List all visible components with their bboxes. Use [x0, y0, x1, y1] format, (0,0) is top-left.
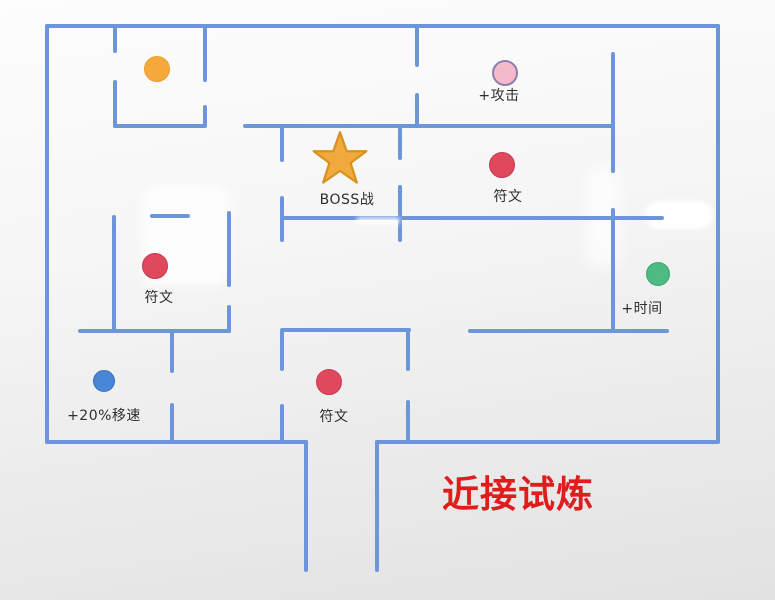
time-pickup-label: +时间: [621, 301, 663, 317]
wall-segment: [170, 403, 174, 444]
wall-segment: [112, 215, 116, 333]
wall-segment: [227, 305, 231, 333]
star-shape: [312, 131, 368, 184]
wall-segment: [203, 105, 207, 127]
wall-segment: [113, 124, 207, 128]
rune-1-label: 符文: [493, 189, 523, 205]
white-smudge: [356, 217, 400, 225]
wall-segment: [113, 80, 117, 128]
wall-segment: [280, 216, 664, 220]
rune-1-dot-icon: [489, 152, 515, 178]
wall-segment: [398, 185, 402, 242]
wall-segment: [280, 127, 284, 162]
map-title: 近接试炼: [442, 473, 594, 516]
wall-segment: [78, 329, 231, 333]
wall-segment: [45, 440, 308, 444]
wall-segment: [170, 331, 174, 373]
wall-segment: [45, 24, 49, 444]
speed-pickup-dot-icon: [93, 370, 115, 392]
rune-3-label: 符文: [319, 409, 349, 425]
wall-segment: [280, 330, 284, 371]
rune-2-dot-icon: [142, 253, 168, 279]
wall-segment: [611, 52, 615, 173]
wall-segment: [375, 440, 379, 572]
wall-segment: [415, 26, 419, 67]
attack-pickup-label: +攻击: [478, 88, 520, 104]
wall-segment: [45, 24, 720, 28]
wall-segment: [415, 93, 419, 127]
wall-segment: [280, 404, 284, 444]
rune-2-label: 符文: [144, 290, 174, 306]
wall-segment: [227, 211, 231, 287]
wall-segment: [398, 127, 402, 160]
wall-segment: [716, 24, 720, 443]
wall-segment: [406, 400, 410, 442]
orange-pickup-dot-icon: [144, 56, 170, 82]
wall-segment: [280, 328, 411, 332]
wall-segment: [243, 124, 615, 128]
rune-3-dot-icon: [316, 369, 342, 395]
boss-star-star-icon: [312, 131, 368, 184]
wall-segment: [203, 26, 207, 82]
time-pickup-dot-icon: [646, 262, 670, 286]
boss-star-label: BOSS战: [319, 192, 375, 208]
wall-segment: [611, 208, 615, 333]
wall-segment: [304, 440, 308, 572]
wall-segment: [406, 330, 410, 371]
wall-segment: [375, 440, 720, 444]
speed-pickup-label: +20%移速: [67, 408, 141, 424]
wall-segment: [113, 26, 117, 53]
wall-segment: [150, 214, 190, 218]
wall-segment: [468, 329, 669, 333]
attack-pickup-dot-icon: [492, 60, 518, 86]
white-smudge: [645, 201, 713, 229]
